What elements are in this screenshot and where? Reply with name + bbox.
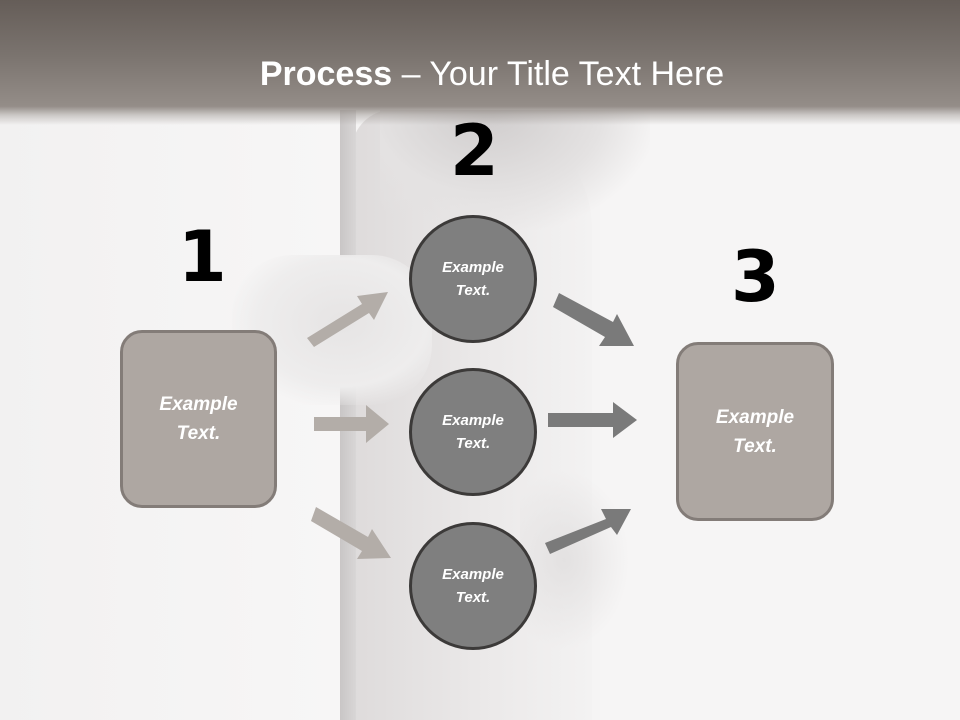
- background-hair: [380, 110, 650, 230]
- circle-bottom-label-line2: Text.: [455, 589, 491, 606]
- step-1-label-line2: Text.: [176, 423, 221, 444]
- step-3-box[interactable]: Example Text.: [676, 342, 834, 521]
- step-3-label-line1: Example: [715, 406, 795, 428]
- step-number-3: 3: [731, 236, 780, 318]
- step-1-label-line1: Example: [159, 394, 238, 415]
- step-3-label-line2: Text.: [733, 435, 777, 457]
- step-2-circle-middle[interactable]: Example Text.: [409, 368, 537, 496]
- title-strong: Process: [259, 55, 393, 93]
- circle-top-label-line2: Text.: [455, 282, 491, 299]
- circle-middle-label-line1: Example: [442, 412, 504, 429]
- background-elbow: [520, 470, 630, 650]
- circle-bottom-label-line1: Example: [442, 566, 504, 583]
- step-1-box[interactable]: Example Text.: [120, 330, 277, 508]
- step-number-1: 1: [178, 216, 227, 298]
- step-number-2: 2: [450, 110, 499, 192]
- title-rest: – Your Title Text Here: [392, 55, 725, 93]
- circle-middle-label-line2: Text.: [455, 435, 491, 452]
- step-2-circle-top[interactable]: Example Text.: [409, 215, 537, 343]
- title-band: Process – Your Title Text Here: [0, 0, 960, 125]
- step-2-circle-bottom[interactable]: Example Text.: [409, 522, 537, 650]
- circle-top-label-line1: Example: [442, 259, 504, 276]
- slide-title: Process – Your Title Text Here: [0, 52, 960, 96]
- background-door-edge: [340, 110, 356, 720]
